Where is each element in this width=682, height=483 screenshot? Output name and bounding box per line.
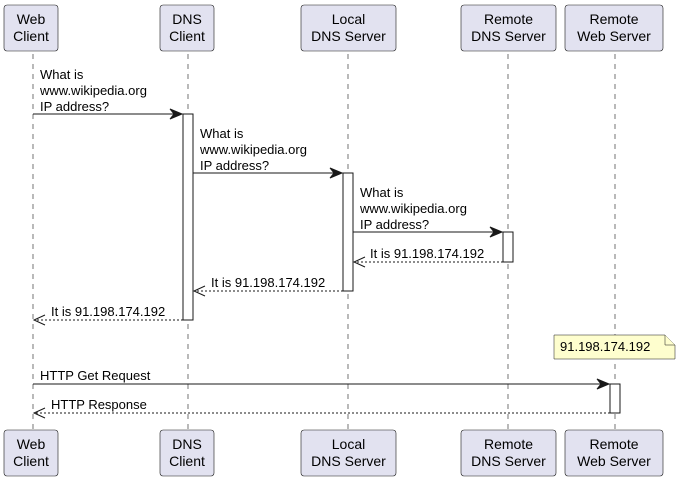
message-label-line: IP address? <box>200 158 269 173</box>
message-label-line: IP address? <box>360 217 429 232</box>
message-label-line: www.wikipedia.org <box>359 201 467 216</box>
participant-label-line: Web <box>17 11 46 27</box>
participant-label-line: DNS Server <box>311 453 386 469</box>
participant-local-dns-top: Local DNS Server <box>300 4 397 52</box>
message-label-line: HTTP Response <box>51 397 147 412</box>
arrow-head <box>489 226 504 238</box>
participant-label-line: Client <box>169 28 205 44</box>
participant-remote-dns-bottom: Remote DNS Server <box>460 429 557 477</box>
note-text: 91.198.174.192 <box>560 339 650 354</box>
participant-remote-web-bottom: Remote Web Server <box>564 429 664 477</box>
participant-label-line: Client <box>13 453 49 469</box>
message-label-line: What is <box>40 67 84 82</box>
participant-label-line: Local <box>332 436 365 452</box>
participant-label-line: DNS <box>172 11 202 27</box>
message-label-line: What is <box>200 126 244 141</box>
participant-remote-dns-top: Remote DNS Server <box>460 4 557 52</box>
activation-dns-client <box>182 113 194 321</box>
participant-web-client-bottom: Web Client <box>3 429 59 477</box>
participant-label-line: Remote <box>589 436 638 452</box>
note: 91.198.174.192 <box>553 334 676 360</box>
arrow-head <box>192 285 206 297</box>
activation-remote-dns <box>502 231 514 263</box>
participant-label-line: DNS <box>172 436 202 452</box>
message-label-line: What is <box>360 185 404 200</box>
message-label-line: IP address? <box>40 99 109 114</box>
arrow-head <box>169 108 184 120</box>
participant-label-line: Web Server <box>577 28 651 44</box>
participant-dns-client-bottom: DNS Client <box>159 429 215 477</box>
participant-label-line: Client <box>169 453 205 469</box>
message-local-dns-to-dns-client: It is 91.198.174.192 <box>192 275 343 297</box>
arrow-head <box>32 314 46 326</box>
participant-label-line: Client <box>13 28 49 44</box>
message-web-to-dns-client: What is www.wikipedia.org IP address? <box>33 67 184 120</box>
message-label-line: www.wikipedia.org <box>39 83 147 98</box>
participant-web-client-top: Web Client <box>3 4 59 52</box>
participant-label-line: Remote <box>589 11 638 27</box>
arrow-head <box>32 407 46 419</box>
message-local-dns-to-remote-dns: What is www.wikipedia.org IP address? <box>353 185 504 238</box>
arrow-head <box>596 378 611 390</box>
participant-label-line: Remote <box>484 436 533 452</box>
participant-label-line: DNS Server <box>471 453 546 469</box>
participant-label-line: Remote <box>484 11 533 27</box>
participant-label-line: DNS Server <box>471 28 546 44</box>
message-web-client-to-remote-web: HTTP Get Request <box>33 368 611 390</box>
participant-dns-client-top: DNS Client <box>159 4 215 52</box>
message-dns-client-to-web-client: It is 91.198.174.192 <box>32 304 183 326</box>
arrow-head <box>329 167 344 179</box>
message-remote-web-to-web-client: HTTP Response <box>32 397 610 419</box>
message-label-line: It is 91.198.174.192 <box>51 304 165 319</box>
message-remote-dns-to-local-dns: It is 91.198.174.192 <box>352 246 503 268</box>
message-label-line: It is 91.198.174.192 <box>370 246 484 261</box>
participant-label-line: Local <box>332 11 365 27</box>
message-dns-client-to-local-dns: What is www.wikipedia.org IP address? <box>193 126 344 179</box>
participant-label-line: Web <box>17 436 46 452</box>
arrow-head <box>352 256 366 268</box>
activation-local-dns <box>342 172 354 292</box>
activation-remote-web <box>609 383 621 414</box>
participant-label-line: DNS Server <box>311 28 386 44</box>
message-label-line: HTTP Get Request <box>40 368 151 383</box>
participant-remote-web-top: Remote Web Server <box>564 4 664 52</box>
participant-label-line: Web Server <box>577 453 651 469</box>
message-label-line: www.wikipedia.org <box>199 142 307 157</box>
participant-local-dns-bottom: Local DNS Server <box>300 429 397 477</box>
message-label-line: It is 91.198.174.192 <box>211 275 325 290</box>
